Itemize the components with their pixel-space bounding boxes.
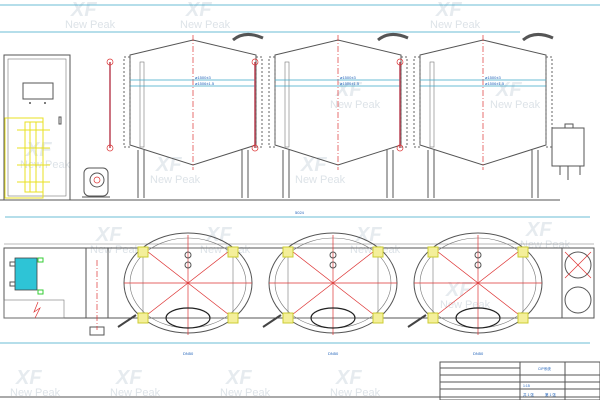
tank-dim-inner: ø1506±1.5 <box>340 81 360 86</box>
small-tank <box>551 123 585 180</box>
watermark-text: New Peak <box>330 387 381 399</box>
leg-pad <box>517 312 529 324</box>
leg-pad <box>227 312 239 324</box>
manway <box>455 307 501 329</box>
tanks-elevation: ø1500±3ø1506±1.5ø1500±3ø1506±1.5ø1500±3ø… <box>106 33 554 198</box>
watermark-logo: XF <box>205 224 232 246</box>
leg-pad <box>372 246 384 258</box>
watermark-text: New Peak <box>430 19 481 31</box>
watermark-text: New Peak <box>220 387 271 399</box>
watermark-text: New Peak <box>90 244 141 256</box>
leg-pad <box>137 246 149 258</box>
leg-pad <box>427 246 439 258</box>
leg-pad <box>137 312 149 324</box>
leg-pad <box>517 246 529 258</box>
tank-dim-outer: ø1500±3 <box>195 75 212 80</box>
watermark-logo: XF <box>495 79 522 101</box>
watermark-logo: XF <box>25 139 52 161</box>
tank-dim-inner: ø1506±1.5 <box>195 81 215 86</box>
tanks-plan: DN50 DN50 DN50 <box>117 232 543 356</box>
manway-lid <box>522 33 554 42</box>
watermark-text: New Peak <box>65 19 116 31</box>
watermark-logo: XF <box>70 0 97 21</box>
watermark-text: New Peak <box>490 99 541 111</box>
watermark-text: New Peak <box>180 19 231 31</box>
watermark-logo: XF <box>185 0 212 21</box>
tank-dim-outer: ø1500±3 <box>485 75 502 80</box>
watermark-logo: XF <box>15 367 42 389</box>
tank-dim-inner: ø1506±1.5 <box>485 81 505 86</box>
leg-pad <box>372 312 384 324</box>
cip-pump <box>82 167 110 198</box>
leg-pad <box>282 312 294 324</box>
sheet-number: 第 1 张 <box>545 392 556 397</box>
plate-heat-exchanger-elevation <box>4 117 50 199</box>
electrical-hazard-icon <box>33 301 41 319</box>
side-tank-plan <box>561 247 595 319</box>
watermark-text: New Peak <box>150 174 201 186</box>
title-block: CIP系统 1:15 共 1 张 第 1 张 <box>439 361 600 400</box>
watermark-text: New Peak <box>330 99 381 111</box>
tank-plan: DN50 <box>117 232 253 356</box>
watermark-text: New Peak <box>10 387 61 399</box>
plate-heat-exchanger-plan <box>9 257 44 295</box>
pump-plan <box>89 260 105 336</box>
leg-pad <box>227 246 239 258</box>
tank-dim-outer: ø1500±3 <box>340 75 357 80</box>
watermark-logo: XF <box>355 224 382 246</box>
cabinet-handle <box>58 116 62 125</box>
watermark-logo: XF <box>435 0 462 21</box>
watermark-logo: XF <box>525 219 552 241</box>
watermark-logo: XF <box>335 79 362 101</box>
watermark-logo: XF <box>335 367 362 389</box>
watermark-logo: XF <box>225 367 252 389</box>
watermark-logo: XF <box>95 224 122 246</box>
outlet-label: DN50 <box>473 351 484 356</box>
watermark-text: New Peak <box>110 387 161 399</box>
overall-length-label: 5024 <box>295 210 305 215</box>
manway <box>310 307 356 329</box>
scale-value: 1:15 <box>523 384 530 388</box>
sheet-count: 共 1 张 <box>523 392 534 397</box>
drawing-name: CIP系统 <box>538 366 551 371</box>
leg-pad <box>282 246 294 258</box>
hmi-screen <box>22 82 54 100</box>
leg-pad <box>427 312 439 324</box>
manway <box>165 307 211 329</box>
watermark-text: New Peak <box>295 174 346 186</box>
watermark-logo: XF <box>115 367 142 389</box>
tank-plan: DN50 <box>262 232 398 356</box>
manway-lid <box>232 33 264 42</box>
control-cabinet <box>3 54 71 201</box>
outlet-label: DN50 <box>183 351 194 356</box>
outlet-label: DN50 <box>328 351 339 356</box>
watermark-logo: XF <box>445 279 472 301</box>
tank-plan: DN50 <box>407 232 543 356</box>
manway-lid <box>377 33 409 42</box>
